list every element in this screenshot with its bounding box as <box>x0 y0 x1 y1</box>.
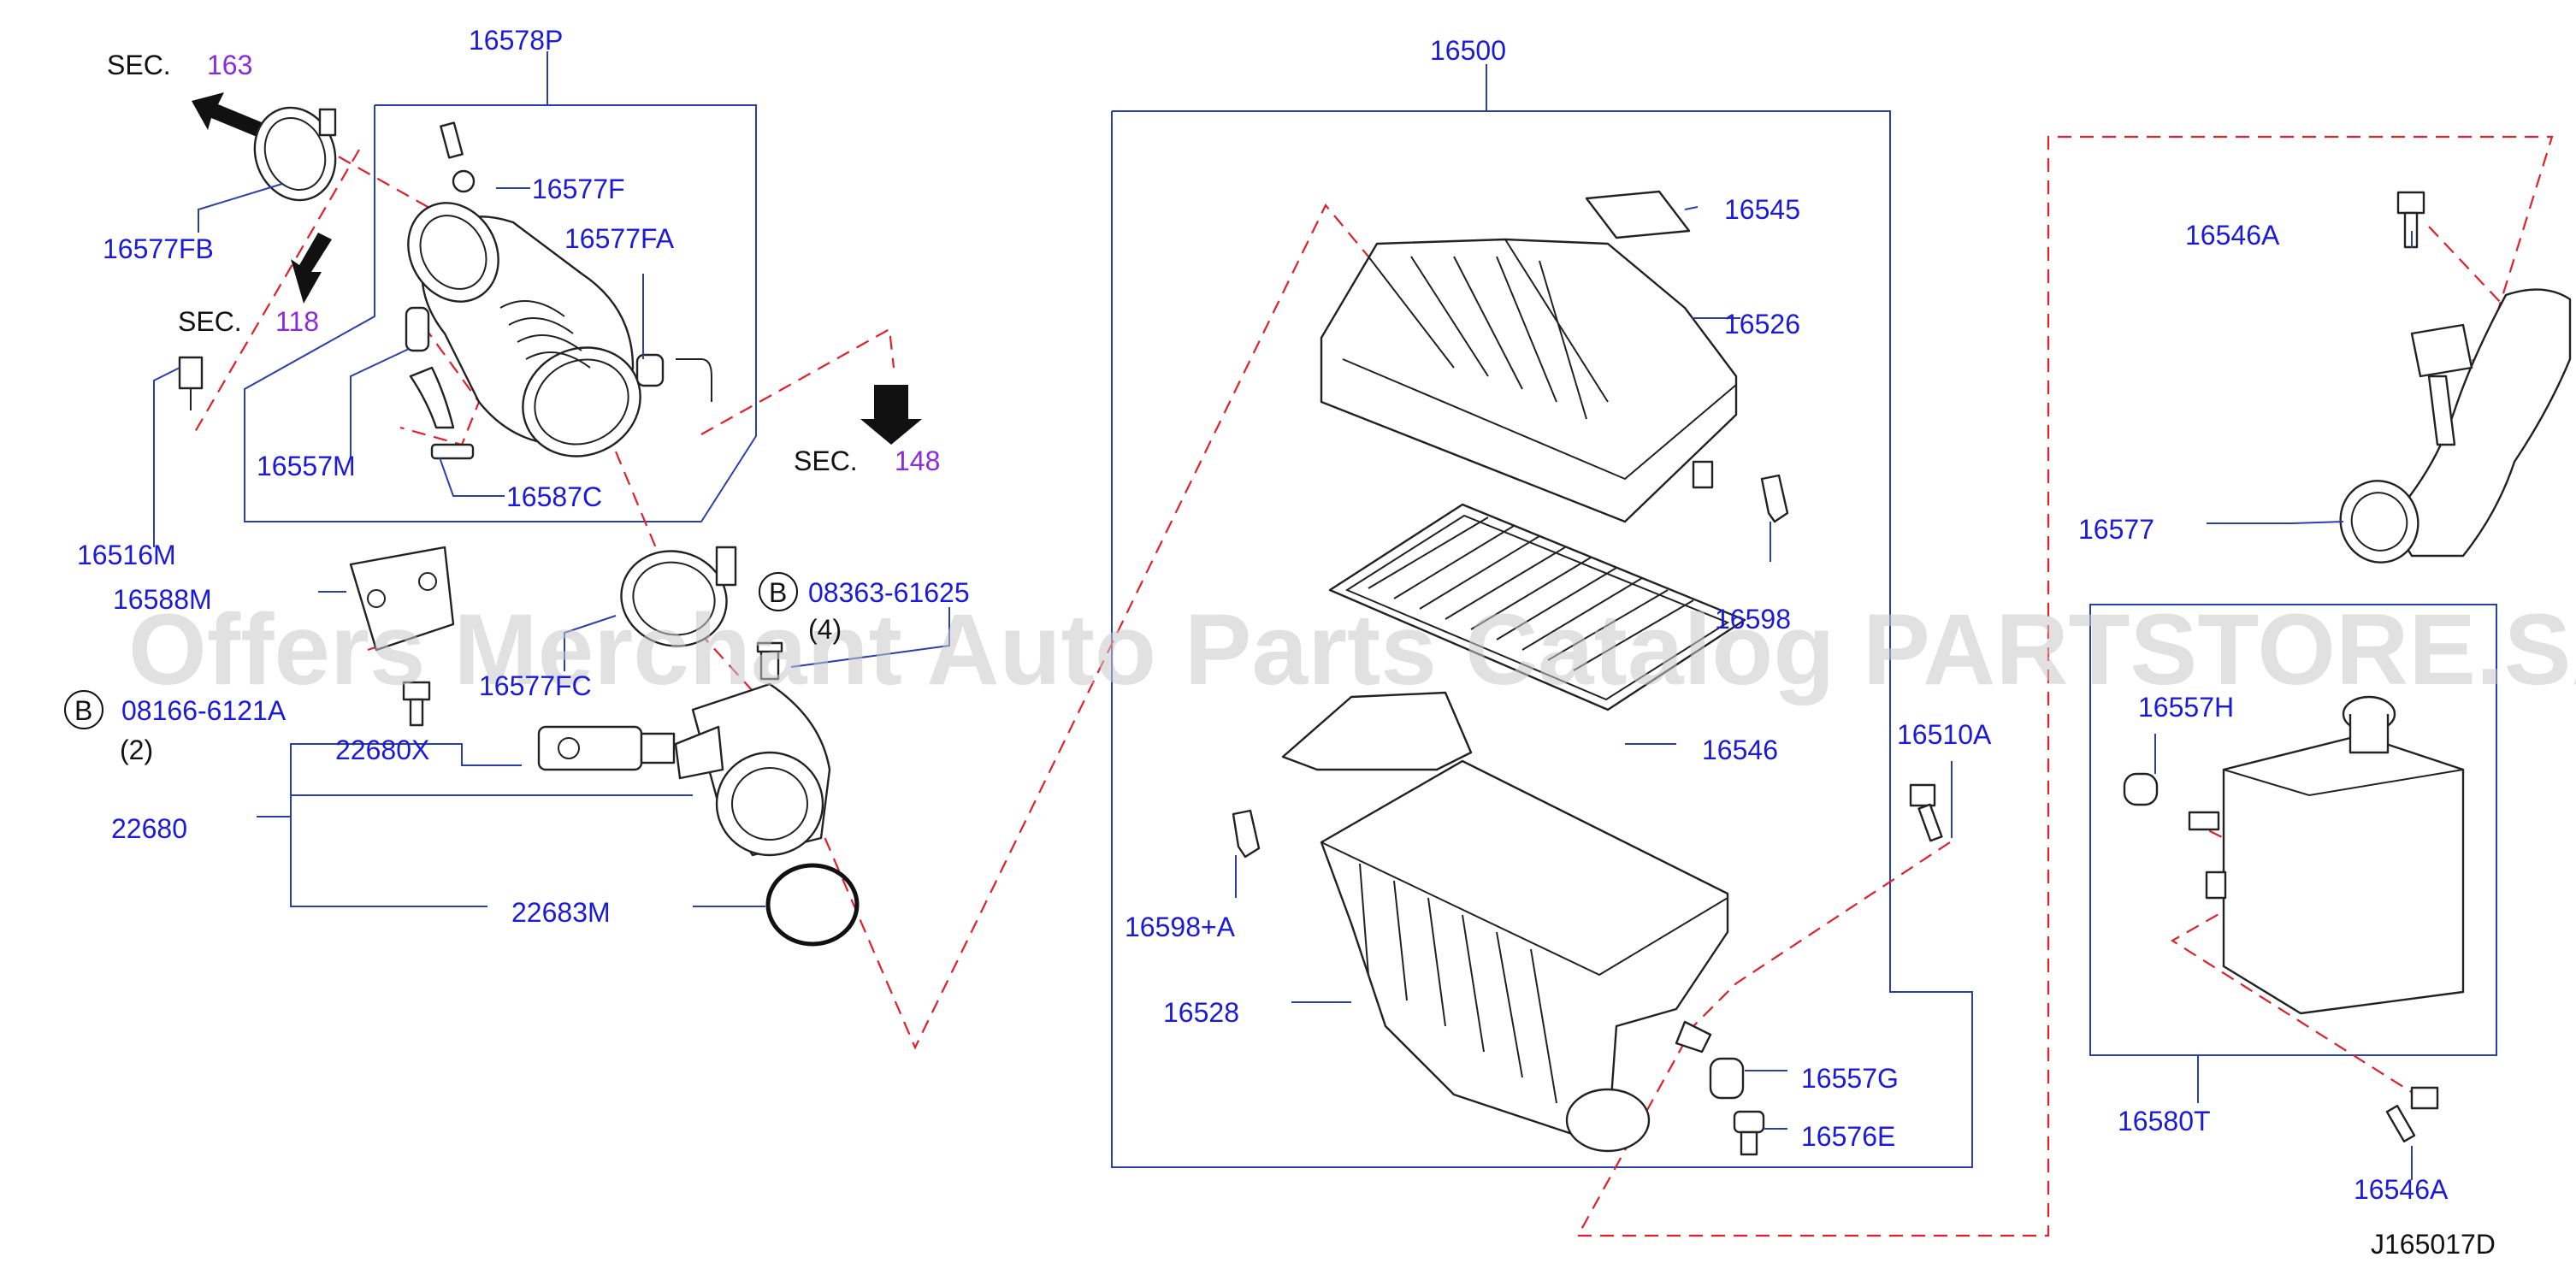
pin-16576e-drawing <box>1733 1110 1765 1156</box>
part-label-16546[interactable]: 16546 <box>1702 735 1778 765</box>
sensor-22680x-drawing <box>537 725 676 771</box>
part-label-16557h[interactable]: 16557H <box>2138 692 2234 723</box>
part-callouts: 16578P 16577F 16577FA 16577FB 16557M 165… <box>77 25 2449 1205</box>
bolt-16510a-drawing <box>1909 783 1943 842</box>
part-label-16598a[interactable]: 16598+A <box>1125 912 1236 942</box>
part-label-16557g[interactable]: 16557G <box>1801 1063 1899 1094</box>
leader-lines <box>153 183 2413 1180</box>
bolt-references: B 08363-61625 (4) B 08166-6121A (2) <box>64 572 970 765</box>
arrow-sec-163-icon <box>192 92 272 140</box>
diagram-code: J165017D <box>2371 1229 2496 1260</box>
svg-text:(4): (4) <box>808 614 842 645</box>
part-label-16545[interactable]: 16545 <box>1724 194 1800 225</box>
svg-text:118: 118 <box>275 306 319 337</box>
air-duct-16578p-drawing <box>178 121 712 460</box>
part-label-16557m[interactable]: 16557M <box>257 451 356 481</box>
part-label-16598[interactable]: 16598 <box>1715 604 1791 634</box>
part-label-16577fa[interactable]: 16577FA <box>564 223 675 254</box>
frame-16578p <box>244 104 757 522</box>
frames <box>244 51 2497 1168</box>
frame-16580t <box>2089 604 2497 1056</box>
svg-text:SEC.: SEC. <box>794 446 858 476</box>
svg-text:SEC.: SEC. <box>107 50 171 80</box>
part-label-16576e[interactable]: 16576E <box>1801 1121 1895 1152</box>
resonator-16580t-drawing <box>2188 695 2465 1015</box>
label-16545-drawing <box>1585 190 1691 239</box>
lower-housing-16528-drawing <box>1281 691 1729 1153</box>
watermark-text: Offers Merchant Auto Parts Catalog PARTS… <box>128 593 2576 706</box>
bracket-16588m-drawing <box>349 546 455 652</box>
clip-16598-drawing <box>1760 474 1789 523</box>
svg-text:08363-61625: 08363-61625 <box>808 577 970 608</box>
bolt-ref-08363-61625[interactable]: B 08363-61625 (4) <box>759 572 970 645</box>
bolt-16546a-bottom-drawing <box>2385 1086 2439 1143</box>
arrow-sec-148-icon <box>860 385 922 445</box>
grommet-16557h-drawing <box>2123 772 2159 806</box>
bolt-badge-icon <box>759 572 798 611</box>
duct-16577-drawing <box>2339 288 2572 564</box>
part-label-16516m[interactable]: 16516M <box>77 540 176 570</box>
part-label-16587c[interactable]: 16587C <box>506 481 602 512</box>
clamp-16577fb-drawing <box>253 106 337 202</box>
clamp-16577fc-drawing <box>620 546 737 647</box>
svg-text:08166-6121A: 08166-6121A <box>121 695 287 726</box>
part-label-16577fb[interactable]: 16577FB <box>103 233 214 264</box>
bolt-ref-08166-6121a[interactable]: B 08166-6121A (2) <box>64 690 287 765</box>
component-drawings <box>178 92 2572 1156</box>
frame-16500 <box>1111 110 1973 1168</box>
part-label-22680[interactable]: 22680 <box>111 813 187 844</box>
bolt-08166-drawing <box>402 681 431 727</box>
part-label-16546a-top[interactable]: 16546A <box>2185 220 2280 251</box>
part-label-16546a-bottom[interactable]: 16546A <box>2354 1174 2449 1205</box>
svg-text:SEC.: SEC. <box>178 306 242 337</box>
o-ring-22683m-drawing <box>765 863 860 947</box>
maf-body-22680-drawing <box>674 682 831 857</box>
bolt-08363-drawing <box>756 641 783 681</box>
part-label-16577f[interactable]: 16577F <box>532 174 625 204</box>
part-label-16578p[interactable]: 16578P <box>469 25 563 56</box>
clip-16598a-drawing <box>1232 809 1261 859</box>
bolt-16546a-top-drawing <box>2396 191 2425 249</box>
svg-text:B: B <box>769 577 787 608</box>
bolt-badge-icon <box>64 690 103 729</box>
svg-text:(2): (2) <box>120 735 153 765</box>
cover-16526-drawing <box>1320 238 1738 523</box>
filter-element-16546-drawing <box>1328 503 1746 711</box>
grommet-16557g-drawing <box>1709 1057 1745 1100</box>
svg-text:163: 163 <box>207 50 252 80</box>
part-label-16528[interactable]: 16528 <box>1163 997 1239 1028</box>
sec-ref-148[interactable]: SEC. 148 <box>794 446 940 476</box>
sec-ref-163[interactable]: SEC. 163 <box>107 50 252 80</box>
part-label-16510a[interactable]: 16510A <box>1897 719 1992 750</box>
part-label-16588m[interactable]: 16588M <box>113 584 212 615</box>
sec-ref-118[interactable]: SEC. 118 <box>178 306 319 337</box>
part-label-22680x[interactable]: 22680X <box>335 735 429 765</box>
part-label-16526[interactable]: 16526 <box>1724 309 1800 339</box>
part-label-22683m[interactable]: 22683M <box>511 897 611 928</box>
section-references: SEC. 163 SEC. 118 SEC. 148 <box>107 50 940 476</box>
arrow-sec-118-icon <box>291 233 332 304</box>
svg-text:B: B <box>74 695 92 726</box>
part-label-16577fc[interactable]: 16577FC <box>479 670 592 701</box>
part-label-16580t[interactable]: 16580T <box>2118 1106 2211 1136</box>
part-label-16500[interactable]: 16500 <box>1430 35 1506 66</box>
svg-text:148: 148 <box>895 446 940 476</box>
part-label-16577[interactable]: 16577 <box>2078 514 2154 545</box>
